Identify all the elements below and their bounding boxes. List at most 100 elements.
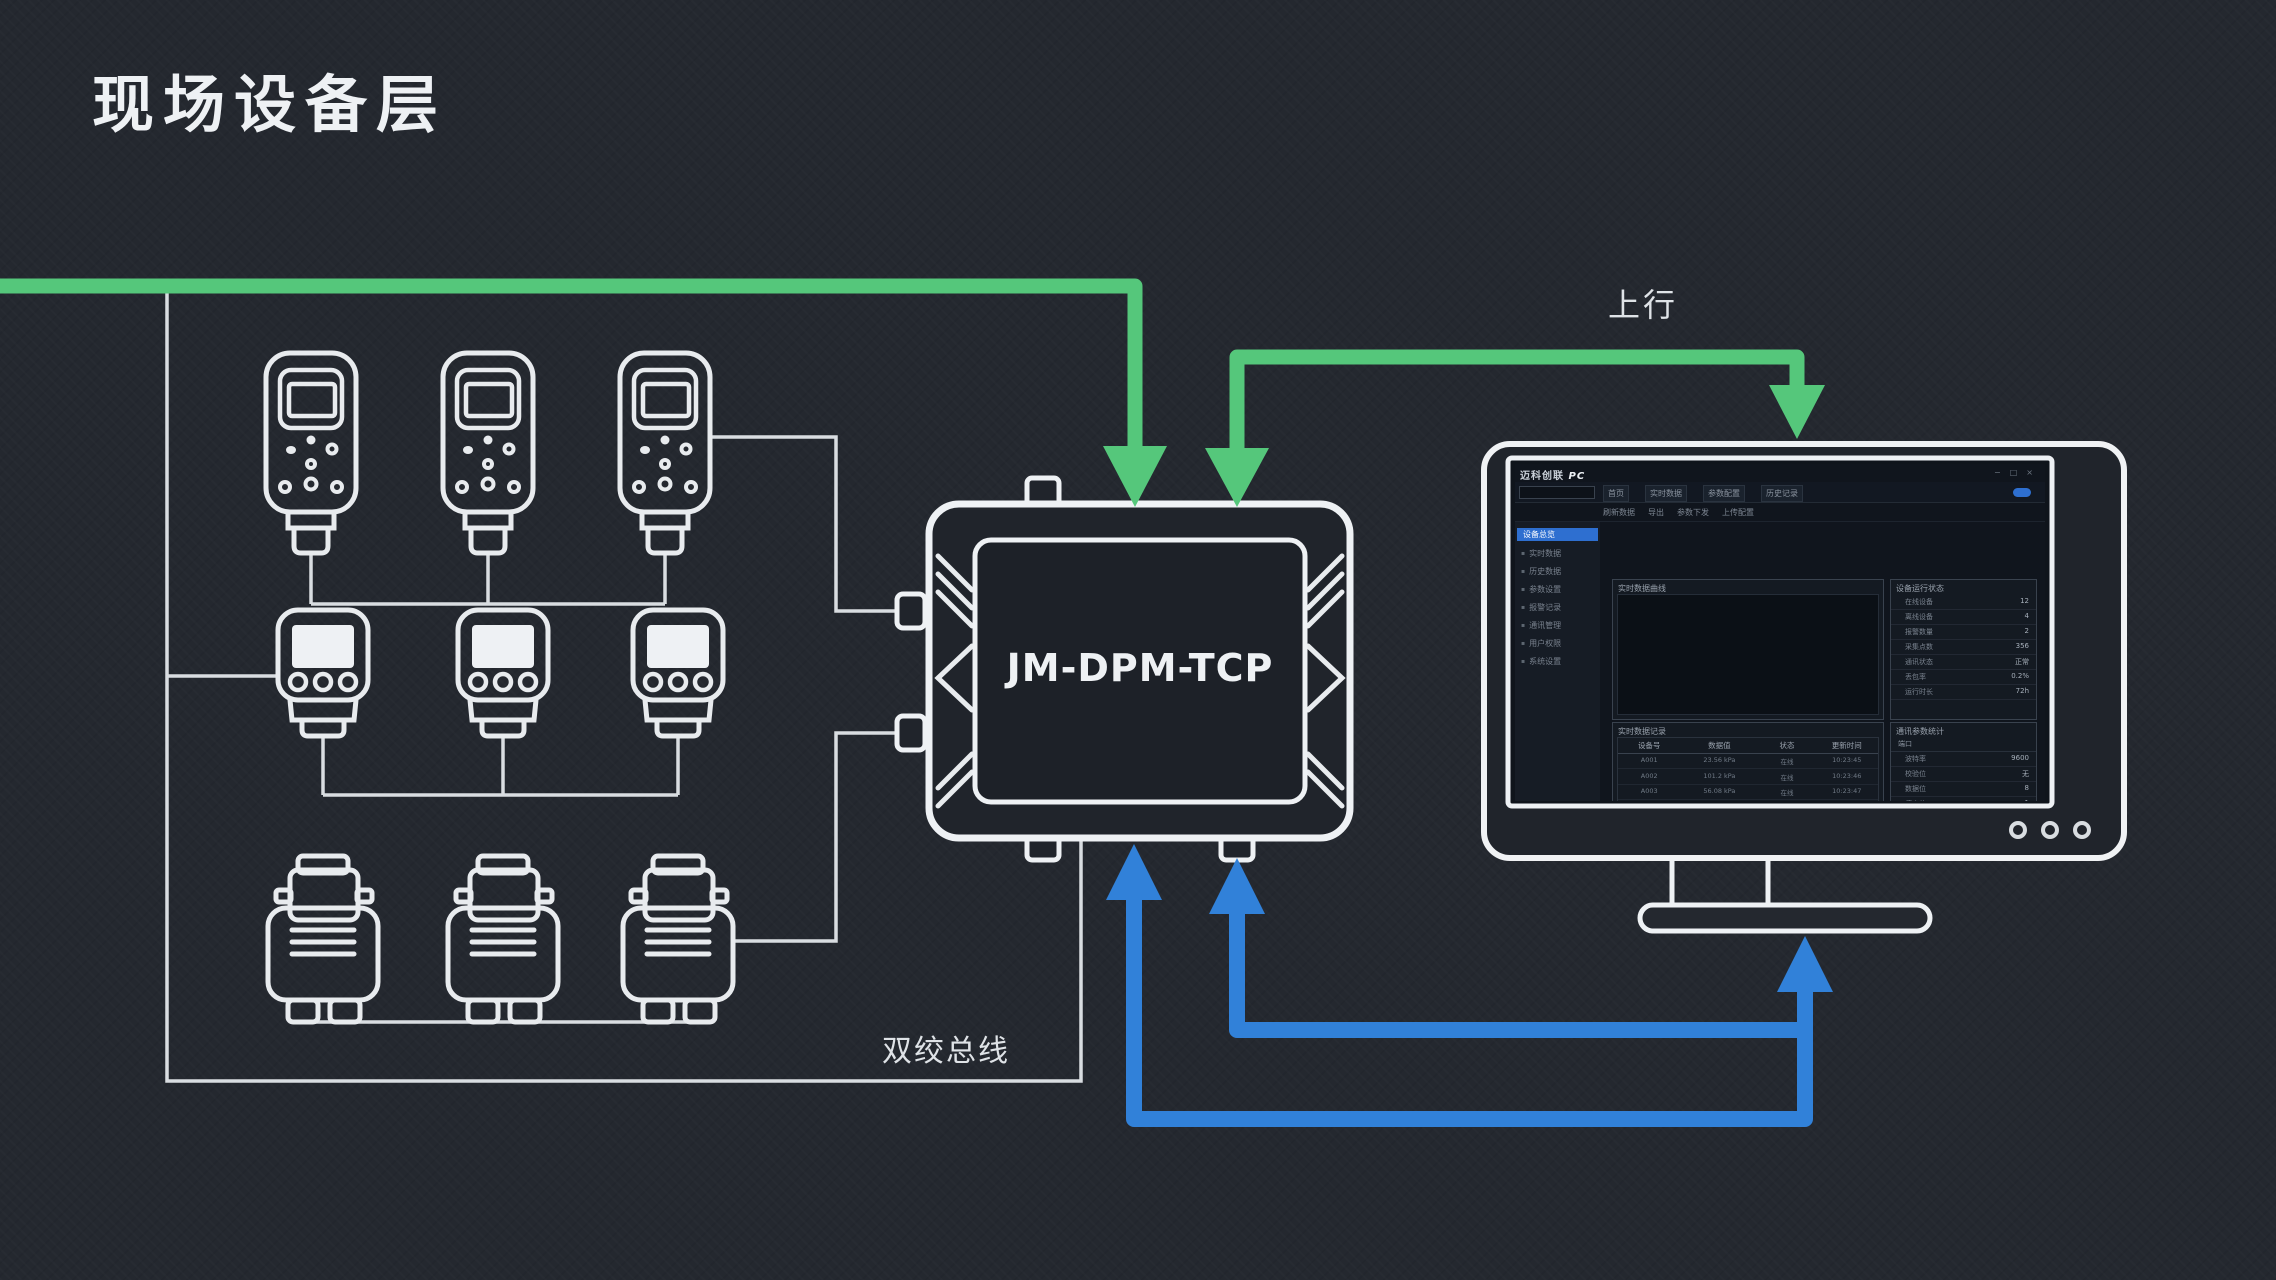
toolbar-button[interactable]: 上传配置 <box>1722 507 1754 517</box>
ui-title-bar: 迈科创联 PC −□ × <box>1515 464 2045 482</box>
sidebar-item-label: 用户权限 <box>1529 639 1562 648</box>
tab[interactable]: 历史记录 <box>1761 485 1803 502</box>
tab-list: 首页实时数据参数配置历史记录 <box>1603 485 1803 502</box>
toolbar-button[interactable]: 刷新数据 <box>1603 507 1635 517</box>
app-logo-suffix: PC <box>1568 471 1586 482</box>
sidebar-item-label: 通讯管理 <box>1529 621 1562 630</box>
param-label: 数据位 <box>1905 785 1926 793</box>
toolbar-button[interactable]: 导出 <box>1648 507 1664 517</box>
gateway-left-port <box>894 591 928 631</box>
cell-status: 在线 <box>1780 788 1794 797</box>
sidebar-item-icon: ▪ <box>1521 658 1526 665</box>
window-control-button[interactable]: □ <box>2009 468 2018 477</box>
cell-status: 在线 <box>1780 758 1794 767</box>
transmitter-device-icon <box>443 353 533 553</box>
param-label: 校验位 <box>1905 770 1926 778</box>
tab[interactable]: 首页 <box>1603 485 1629 502</box>
uplink-line <box>1229 349 1805 450</box>
sidebar-item-label: 参数设置 <box>1529 585 1562 594</box>
sidebar-item-label: 实时数据 <box>1529 549 1562 558</box>
status-value: 0.2% <box>2011 672 2029 680</box>
search-input[interactable] <box>1519 486 1595 499</box>
window-control-button[interactable]: − <box>1994 468 2001 477</box>
scada-software-window: 迈科创联 PC −□× 首页实时数据参数配置历史记录 刷新数据导出参数下发上传配… <box>1515 464 2045 801</box>
toolbar-button[interactable]: 参数下发 <box>1677 507 1709 517</box>
table-row[interactable]: A002 101.2 kPa 在线 10:23:46 <box>1618 769 1878 785</box>
sidebar-item[interactable]: ▪ 报警记录 <box>1515 599 1600 617</box>
monitor-stand <box>1669 858 1771 905</box>
status-label: 丢包率 <box>1905 673 1926 681</box>
table-body: A001 23.56 kPa 在线 10:23:45 A002 101.2 kP… <box>1618 754 1878 801</box>
table-row[interactable]: A004 78.90 kPa 在线 10:23:48 <box>1618 800 1878 801</box>
status-row: 报警数量 2 <box>1891 625 2036 640</box>
sidebar-item-label: 报警记录 <box>1529 603 1562 612</box>
cell-device-id: A001 <box>1640 756 1658 765</box>
sidebar-item[interactable]: ▪ 实时数据 <box>1515 545 1600 563</box>
arrow-down-into-gateway <box>1205 448 1269 507</box>
row2-bus-line <box>321 738 680 797</box>
status-value: 2 <box>2024 627 2029 635</box>
gateway-face-panel <box>972 537 1308 805</box>
tab[interactable]: 实时数据 <box>1645 485 1687 502</box>
ui-tab-bar: 首页实时数据参数配置历史记录 <box>1515 482 2045 503</box>
status-value: 正常 <box>2015 658 2029 666</box>
blue-downlink-lines <box>1106 844 1833 1127</box>
panel-title: 设备运行状态 <box>1896 584 1944 593</box>
params-row-list: 波特率 9600 校验位 无 数据位 8 <box>1891 752 2036 801</box>
tab[interactable]: 参数配置 <box>1703 485 1745 502</box>
table-header-cell: 设备号 <box>1637 741 1661 750</box>
sidebar-item-icon: ▪ <box>1521 640 1526 647</box>
connect-status-pill <box>2013 488 2031 497</box>
table-row[interactable]: A001 23.56 kPa 在线 10:23:45 <box>1618 754 1878 770</box>
bus-loop-line <box>165 293 1083 1083</box>
status-label: 通讯状态 <box>1905 658 1933 666</box>
window-control-button[interactable]: × <box>2026 468 2033 477</box>
data-records-panel: 实时数据记录 设备号数据值状态更新时间 A001 23.56 kPa 在线 10… <box>1612 722 1884 801</box>
chart-area <box>1617 594 1879 715</box>
digital-meter-device-icon <box>458 610 548 736</box>
app-logo: 迈科创联 PC <box>1520 467 1585 482</box>
sidebar-item-list: ▪ 实时数据 ▪ 历史数据 ▪ 参数设置 ▪ <box>1515 545 1600 671</box>
status-label: 在线设备 <box>1905 598 1933 606</box>
gateway-heatsink-fins <box>934 553 1346 809</box>
records-table: 设备号数据值状态更新时间 A001 23.56 kPa 在线 10:23:45 <box>1617 737 1879 801</box>
panel-title: 实时数据曲线 <box>1618 584 1666 593</box>
sidebar-item-icon: ▪ <box>1521 568 1526 575</box>
row1-bus-line <box>309 553 667 606</box>
gateway-left-port <box>894 713 928 753</box>
sidebar-item-icon: ▪ <box>1521 550 1526 557</box>
arrow-up-into-gateway <box>1106 844 1162 900</box>
param-row: 校验位 无 <box>1891 767 2036 782</box>
arrow-down-into-gateway <box>1103 446 1167 507</box>
status-row: 在线设备 12 <box>1891 595 2036 610</box>
cell-time: 10:23:45 <box>1832 756 1862 765</box>
status-label: 采集点数 <box>1905 643 1933 651</box>
gateway-model-label: JM-DPM-TCP <box>1006 646 1274 690</box>
sidebar-item[interactable]: ▪ 通讯管理 <box>1515 617 1600 635</box>
table-row[interactable]: A003 56.08 kPa 在线 10:23:47 <box>1618 785 1878 801</box>
cell-time: 10:23:47 <box>1832 786 1862 795</box>
arrow-up-into-gateway <box>1209 858 1265 914</box>
transmitter-device-icon <box>620 353 710 553</box>
param-row: 波特率 9600 <box>1891 752 2036 767</box>
sidebar-item[interactable]: ▪ 系统设置 <box>1515 653 1600 671</box>
table-header-cell: 状态 <box>1779 741 1795 750</box>
status-row: 通讯状态 正常 <box>1891 655 2036 670</box>
sidebar-item-active[interactable]: 设备总览 <box>1517 528 1598 541</box>
status-label: 离线设备 <box>1905 613 1933 621</box>
status-value: 72h <box>2015 687 2029 695</box>
sidebar-item[interactable]: ▪ 历史数据 <box>1515 563 1600 581</box>
status-value: 356 <box>2015 642 2029 650</box>
table-header-cell: 数据值 <box>1708 741 1731 750</box>
page-title: 现场设备层 <box>92 68 448 141</box>
arrow-down-into-monitor <box>1769 385 1825 439</box>
actuator-device-icon <box>623 856 733 1022</box>
sidebar-item[interactable]: ▪ 参数设置 <box>1515 581 1600 599</box>
twisted-pair-bus-wiring <box>165 293 1083 1083</box>
ui-toolbar: 刷新数据 导出 参数下发 上传配置 <box>1515 503 2045 522</box>
downlink-line-outer <box>1126 898 1813 1127</box>
status-row: 离线设备 4 <box>1891 610 2036 625</box>
table-header-row: 设备号数据值状态更新时间 <box>1618 738 1878 754</box>
sidebar-item[interactable]: ▪ 用户权限 <box>1515 635 1600 653</box>
